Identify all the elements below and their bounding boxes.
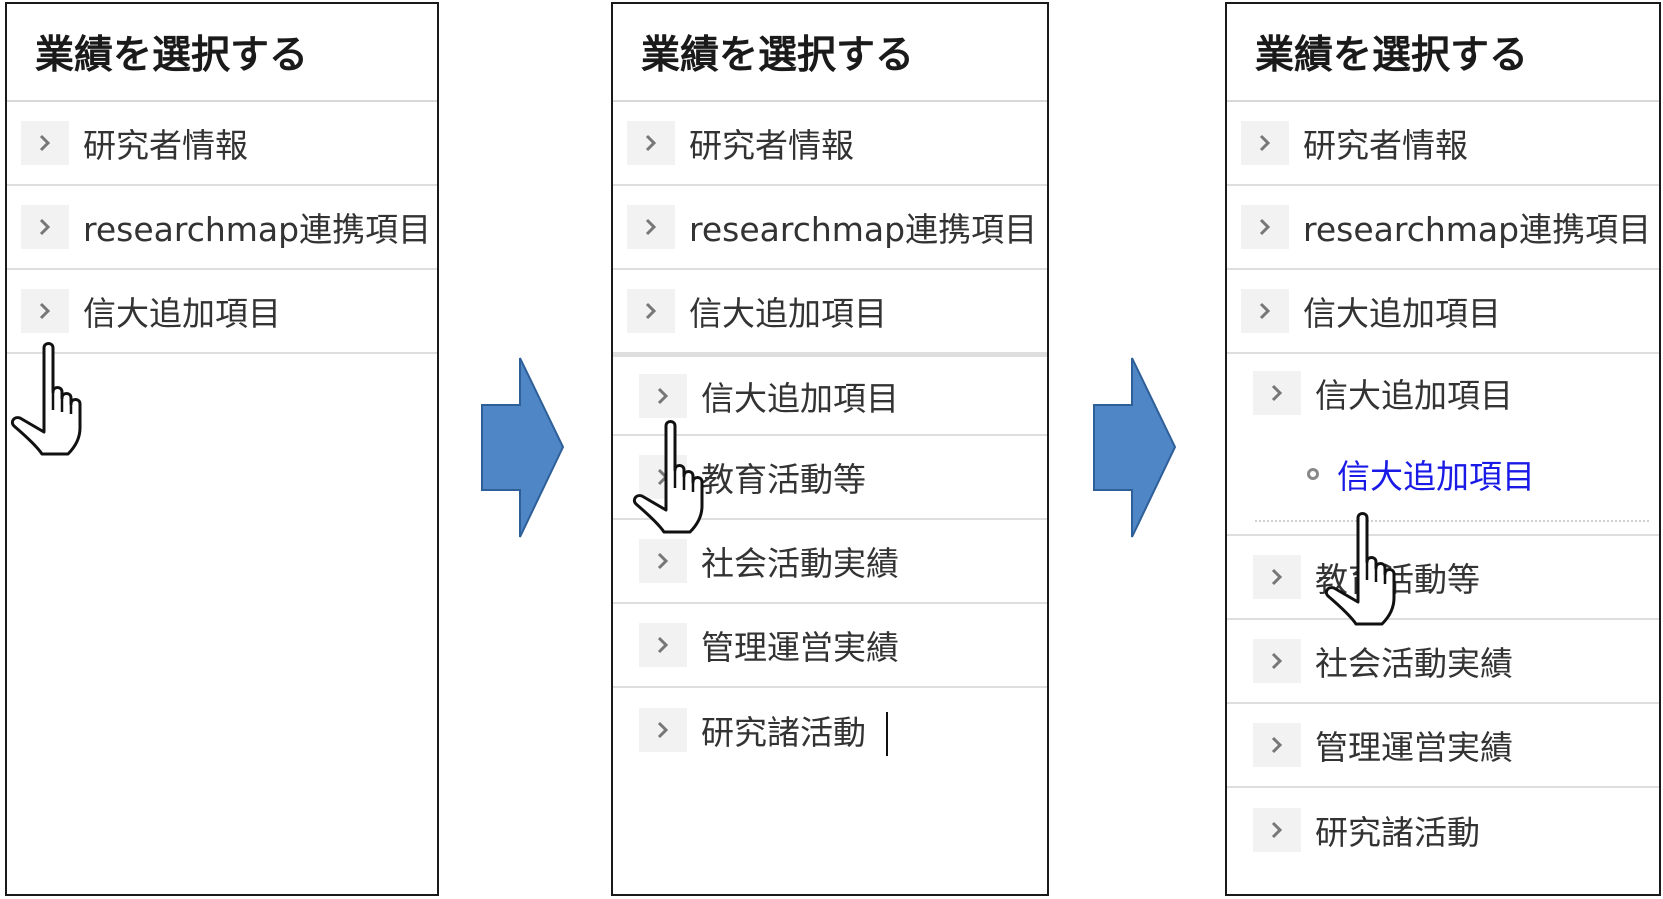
submenu-item-label: 管理運営実績 [701,628,899,667]
chevron-right-icon [639,623,687,667]
submenu-item-label: 研究諸活動 [1315,813,1480,852]
submenu-item-label: 管理運営実績 [1315,728,1513,767]
menu-item-label: 研究者情報 [1303,126,1468,165]
submenu-item-label: 信大追加項目 [701,378,899,418]
arrow-right-icon [1093,357,1177,538]
chevron-right-icon [1253,808,1301,852]
chevron-right-icon [1241,205,1289,249]
bullet-icon [1307,468,1319,480]
panel-title: 業績を選択する [613,4,1047,102]
chevron-right-icon [1241,121,1289,165]
submenu-item-label: 信大追加項目 [1315,376,1513,415]
menu-panel-step3: 業績を選択する 研究者情報 researchmap連携項目 信大追加項目 信大追… [1225,2,1661,896]
hand-pointer-icon [10,342,82,456]
menu-panel-step1: 業績を選択する 研究者情報 researchmap連携項目 信大追加項目 [5,2,439,896]
chevron-right-icon [1253,723,1301,767]
submenu-item-management[interactable]: 管理運営実績 [1227,704,1659,788]
menu-item-researchmap[interactable]: researchmap連携項目 [613,186,1047,270]
submenu-item-label: 社会活動実績 [1315,644,1513,683]
menu-item-researchmap[interactable]: researchmap連携項目 [1227,186,1659,270]
menu-item-label: researchmap連携項目 [83,210,432,249]
submenu-item-label: 社会活動実績 [701,544,899,583]
hand-pointer-icon [632,420,704,534]
chevron-right-icon [1253,639,1301,683]
menu-panel-step2: 業績を選択する 研究者情報 researchmap連携項目 信大追加項目 信大追… [611,2,1049,896]
submenu-group-shindai: 信大追加項目 信大追加項目 [1227,354,1659,536]
menu-item-researcher-info[interactable]: 研究者情報 [613,102,1047,186]
menu-item-researcher-info[interactable]: 研究者情報 [1227,102,1659,186]
submenu-item-label: 教育活動等 [701,460,866,499]
chevron-right-icon [1253,371,1301,415]
panel-title: 業績を選択する [1227,4,1659,102]
menu-item-shindai[interactable]: 信大追加項目 [1227,270,1659,354]
chevron-right-icon [627,289,675,333]
submenu-item-shindai[interactable]: 信大追加項目 [613,352,1047,436]
arrow-right-icon [481,357,565,538]
chevron-right-icon [21,205,69,249]
submenu-item-management[interactable]: 管理運営実績 [613,604,1047,688]
submenu-item-education[interactable]: 教育活動等 [613,436,1047,520]
menu-item-label: researchmap連携項目 [689,210,1038,249]
chevron-right-icon [639,708,687,752]
menu-item-label: 研究者情報 [83,126,248,165]
panel-title: 業績を選択する [7,4,437,102]
submenu-item-education[interactable]: 教育活動等 [1227,536,1659,620]
leaf-link-shindai[interactable]: 信大追加項目 [1307,450,1535,498]
menu-item-label: 研究者情報 [689,126,854,165]
text-caret [886,712,888,756]
menu-item-label: 信大追加項目 [1303,294,1501,333]
chevron-right-icon [21,289,69,333]
leaf-link-label: 信大追加項目 [1337,457,1535,496]
menu-item-researchmap[interactable]: researchmap連携項目 [7,186,437,270]
menu-item-label: 信大追加項目 [83,294,281,333]
chevron-right-icon [627,205,675,249]
submenu-item-shindai[interactable]: 信大追加項目 [1227,354,1659,432]
menu-item-label: 信大追加項目 [689,294,887,333]
submenu-item-social[interactable]: 社会活動実績 [613,520,1047,604]
chevron-right-icon [21,121,69,165]
chevron-right-icon [1241,289,1289,333]
dotted-divider [1255,520,1649,522]
chevron-right-icon [627,121,675,165]
submenu-item-social[interactable]: 社会活動実績 [1227,620,1659,704]
submenu-item-research-activities[interactable]: 研究諸活動 [1227,788,1659,872]
chevron-right-icon [639,539,687,583]
menu-item-shindai[interactable]: 信大追加項目 [7,270,437,354]
menu-item-label: researchmap連携項目 [1303,210,1652,249]
chevron-right-icon [1253,555,1301,599]
menu-item-shindai[interactable]: 信大追加項目 [613,270,1047,352]
menu-item-researcher-info[interactable]: 研究者情報 [7,102,437,186]
submenu-item-research-activities[interactable]: 研究諸活動 [613,688,1047,772]
chevron-right-icon [639,373,687,418]
hand-pointer-icon [1324,512,1396,626]
submenu-item-label: 研究諸活動 [701,713,866,752]
